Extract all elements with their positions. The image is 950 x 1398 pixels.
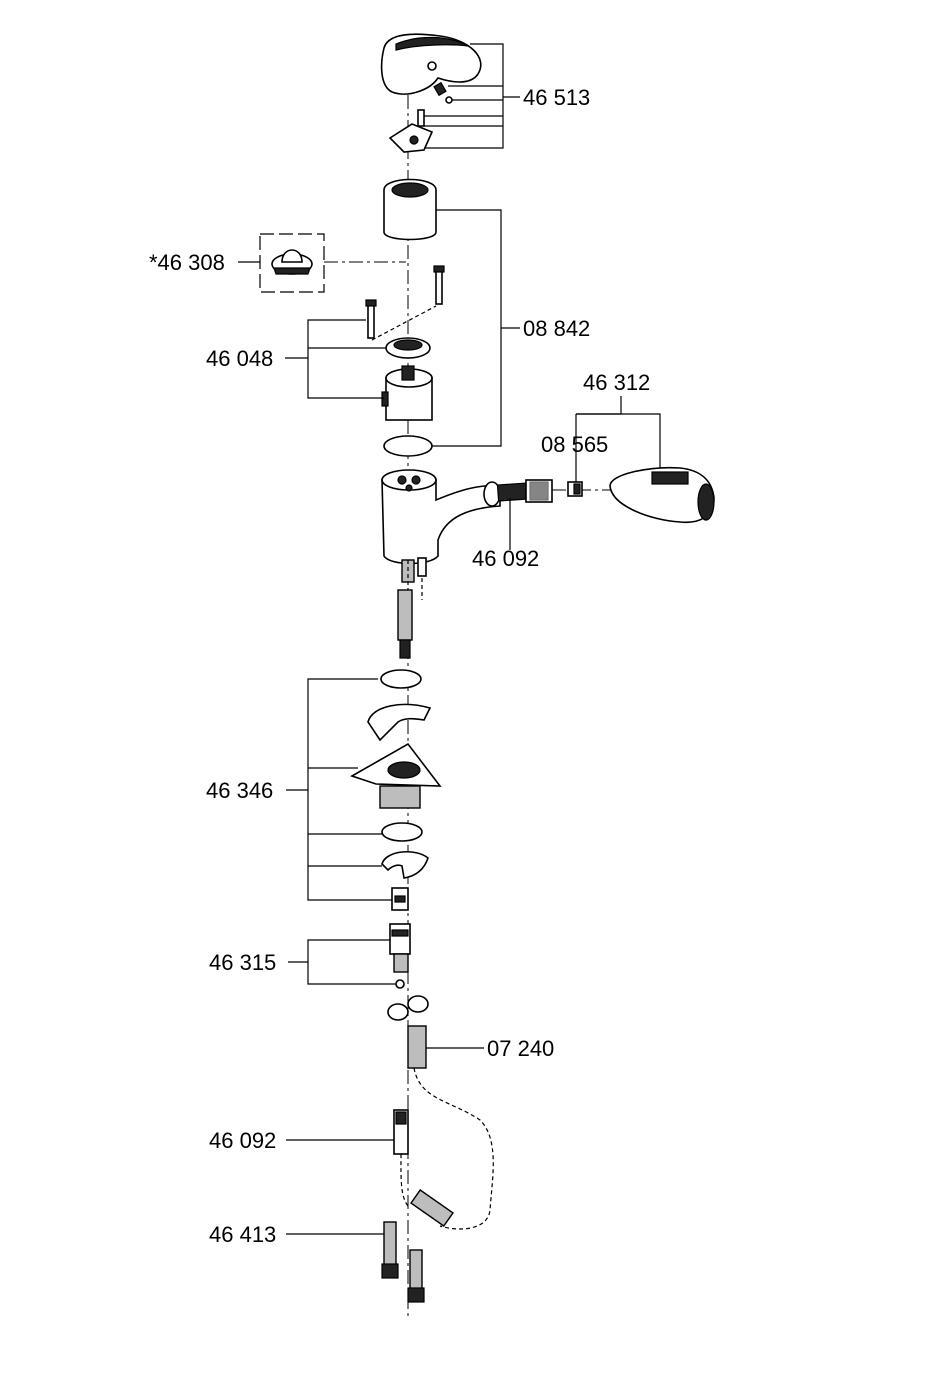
label-46092-upper: 46 092 (472, 546, 539, 571)
pull-out-hose-upper (484, 480, 552, 506)
o-ring-mounting (381, 670, 421, 688)
hose-connector (390, 924, 410, 988)
optional-cap (272, 250, 312, 274)
cover-cap (384, 180, 436, 240)
label-46048: 46 048 (206, 346, 273, 371)
washer-mounting (382, 823, 422, 841)
leader-08842 (432, 210, 520, 446)
hose-lower-path (401, 1154, 408, 1206)
label-46092-lower: 46 092 (209, 1128, 276, 1153)
label-08842: 08 842 (523, 316, 590, 341)
mounting-nut (392, 888, 408, 910)
leader-46315 (288, 940, 396, 984)
supply-hose-right (408, 1250, 424, 1302)
hose-lower (394, 1110, 408, 1154)
fixing-bolt-right (434, 266, 444, 304)
o-ring-upper (384, 436, 432, 456)
label-46513: 46 513 (523, 85, 590, 110)
label-46312: 46 312 (583, 370, 650, 395)
label-46308: *46 308 (149, 250, 225, 275)
label-08565: 08 565 (541, 432, 608, 457)
spray-adapter (568, 482, 582, 496)
cartridge (382, 366, 432, 420)
horseshoe-washer-lower (382, 852, 428, 878)
supply-hose-left (382, 1222, 398, 1278)
hose-weight (388, 996, 428, 1068)
fixing-ring (386, 338, 430, 358)
lever-handle (382, 34, 481, 94)
horseshoe-washer-upper (368, 704, 430, 740)
bolt-axis (372, 306, 436, 340)
label-46413: 46 413 (209, 1222, 276, 1247)
triangular-base (352, 744, 440, 808)
spray-head (610, 468, 714, 523)
fixing-bolt-left (366, 300, 376, 338)
label-46346: 46 346 (206, 778, 273, 803)
hose-spring-section (398, 590, 412, 658)
label-07240: 07 240 (487, 1036, 554, 1061)
label-46315: 46 315 (209, 950, 276, 975)
hose-spring-lower (411, 1190, 453, 1226)
